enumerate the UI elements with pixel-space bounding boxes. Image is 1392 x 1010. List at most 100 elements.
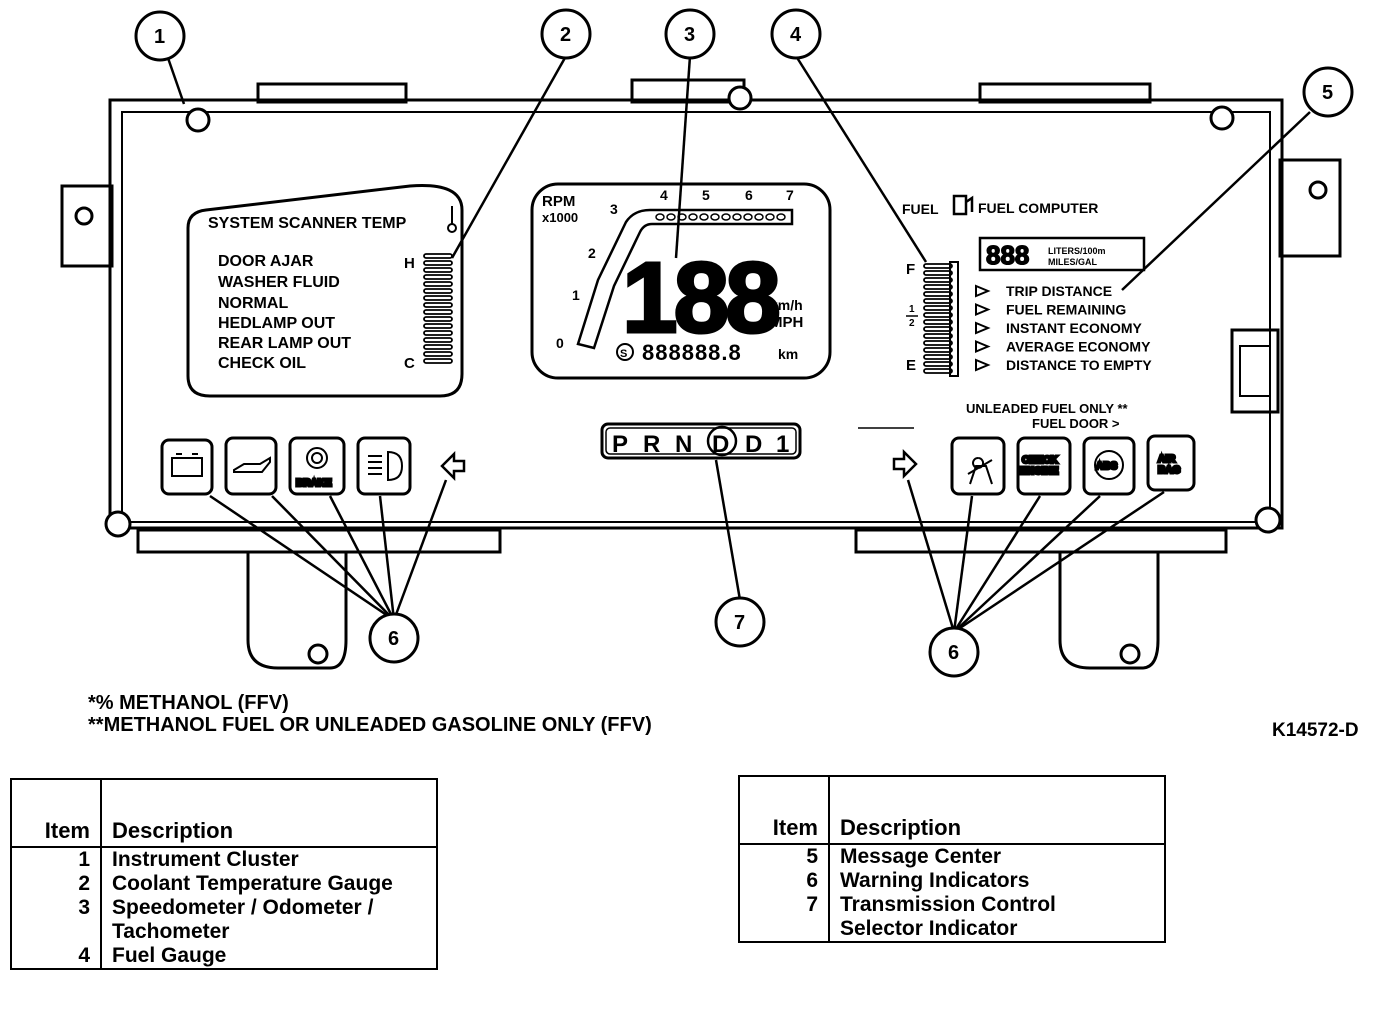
fuel-notice: UNLEADED FUEL ONLY ** — [966, 401, 1129, 416]
headlamp-icon — [368, 450, 404, 482]
screw-icon — [1209, 105, 1235, 131]
legend-item-description: Coolant Temperature Gauge — [101, 872, 437, 896]
scanner-item: WASHER FLUID — [218, 274, 340, 291]
legend-description-line: Message Center — [840, 845, 1002, 868]
mode-arrow-icon — [975, 321, 991, 335]
bar-segment — [923, 368, 953, 374]
bar-segment — [423, 281, 453, 287]
message-center-mode: INSTANT ECONOMY — [1006, 320, 1143, 336]
callout-label: 2 — [560, 24, 571, 46]
odometer-prefix: S — [620, 348, 627, 360]
bar-segment — [923, 347, 953, 353]
tach-segment — [699, 213, 709, 221]
prnd-letter: D — [745, 431, 762, 458]
legend-header-description: Description — [840, 815, 962, 840]
bolt-hole-icon — [307, 643, 329, 665]
temp-high-label: H — [404, 255, 415, 272]
abs-label: ABS — [1096, 461, 1117, 472]
tach-scale-label: 0 — [556, 335, 564, 351]
tach-segment — [743, 213, 753, 221]
airbag-warning-light — [1146, 434, 1196, 492]
bar-segment — [423, 358, 453, 364]
bar-segment — [923, 361, 953, 367]
oil-pressure-warning-light — [224, 436, 278, 496]
scanner-title: SYSTEM SCANNER TEMP — [208, 215, 407, 232]
callout-label: 1 — [154, 26, 165, 48]
bolt-hole-icon — [1119, 643, 1141, 665]
callout-label: 4 — [790, 24, 802, 46]
message-center-mode: TRIP DISTANCE — [1006, 283, 1112, 299]
legend-item-description: Fuel Gauge — [101, 944, 437, 969]
legend-description-line: Speedometer / Odometer / — [112, 896, 374, 919]
screw-icon — [727, 85, 753, 111]
thermometer-icon — [447, 206, 457, 233]
speed-unit-mph: MPH — [770, 314, 803, 331]
prnd-letter: D — [712, 431, 729, 458]
tach-bar-arc — [576, 208, 794, 350]
callout-label: 5 — [1322, 82, 1333, 104]
bar-segment — [923, 354, 953, 360]
battery-warning-light — [160, 438, 214, 496]
bar-segment — [923, 291, 953, 297]
callout-7 — [714, 596, 766, 648]
bar-segment — [423, 330, 453, 336]
screw-icon — [104, 510, 132, 538]
legend-item-description: Speedometer / Odometer /Tachometer — [101, 896, 437, 944]
bar-segment — [923, 340, 953, 346]
footnotes: *% METHANOL (FFV) **METHANOL FUEL OR UNL… — [88, 692, 652, 736]
tach-segment — [732, 213, 742, 221]
tach-scale-label: 2 — [588, 245, 596, 261]
system-scanner-panel: SYSTEM SCANNER TEMP DOOR AJAR WASHER FLU… — [186, 184, 464, 398]
legend-description-line: Warning Indicators — [840, 869, 1030, 892]
legend-item-description: Message Center — [829, 844, 1165, 869]
callout-label: 3 — [684, 24, 695, 46]
speedometer-panel: RPM x1000 0 1 2 3 4 5 6 7 188 km/h MPH S… — [530, 182, 832, 380]
brake-warning-light — [288, 436, 346, 496]
scanner-item: DOOR AJAR — [218, 253, 314, 270]
legend-description-line: Coolant Temperature Gauge — [112, 872, 393, 895]
screw-icon — [1254, 506, 1282, 534]
fuel-half-num: 1 — [909, 304, 915, 315]
tach-segment — [776, 213, 786, 221]
callout-6-left — [368, 612, 420, 664]
battery-icon — [171, 457, 203, 477]
message-center-units: LITERS/100m — [1048, 246, 1106, 256]
legend-description-line: Selector Indicator — [840, 917, 1018, 940]
legend-header-item: Item — [739, 776, 830, 844]
legend-description-line: Tachometer — [112, 920, 230, 943]
legend-item-number: 4 — [11, 944, 102, 969]
bar-segment — [923, 312, 953, 318]
bar-segment — [423, 267, 453, 273]
fuel-full-label: F — [906, 261, 915, 278]
bar-segment — [423, 309, 453, 315]
fuel-door-notice: FUEL DOOR > — [1032, 416, 1120, 431]
headlamp-warning-light — [356, 436, 412, 496]
tach-segment — [710, 213, 720, 221]
callout-label: 6 — [388, 628, 399, 650]
legend-item-number: 2 — [11, 872, 102, 896]
callout-label: 7 — [734, 612, 745, 634]
tach-scale-label: 1 — [572, 287, 580, 303]
brake-label: BRAKE — [296, 478, 332, 489]
brake-icon — [306, 447, 328, 469]
odometer-unit: km — [778, 346, 798, 362]
footnote: *% METHANOL (FFV) — [88, 692, 289, 714]
message-center-display — [978, 236, 1146, 272]
seatbelt-warning-light — [950, 436, 1006, 496]
bar-segment — [423, 316, 453, 322]
bar-segment — [923, 333, 953, 339]
bar-segment — [423, 274, 453, 280]
message-center-digits: 888 — [986, 240, 1029, 270]
fuel-computer-label: FUEL COMPUTER — [978, 200, 1098, 216]
prnd-selected-ring — [706, 425, 738, 457]
bar-segment — [923, 326, 953, 332]
abs-warning-light — [1082, 436, 1136, 496]
